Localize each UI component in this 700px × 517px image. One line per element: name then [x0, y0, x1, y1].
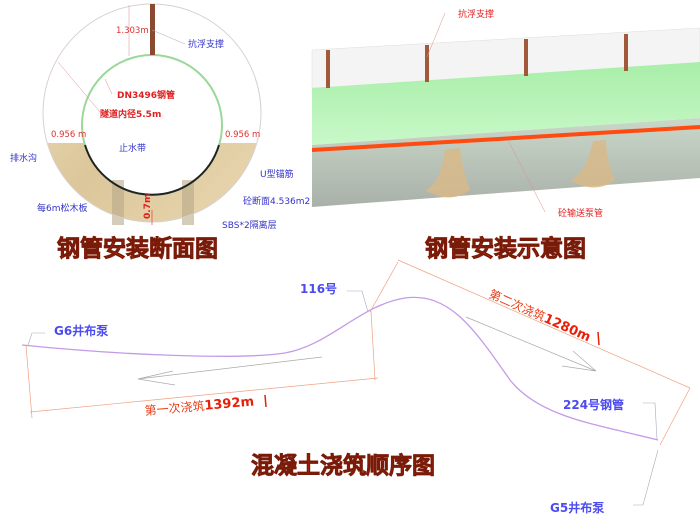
u-anchor-label: U型锚筋	[260, 168, 294, 180]
steel-pipe-label: DN3496钢管	[117, 89, 175, 101]
schematic-title: 钢管安装示意图	[425, 235, 586, 262]
first-pour-label: 第一次浇筑1392m	[144, 393, 255, 419]
top-clearance-label: 1.303m	[116, 26, 149, 36]
dimension-lines	[25, 259, 691, 446]
sbs-label: SBS*2隔离层	[222, 219, 277, 231]
formwork-segment	[570, 140, 615, 188]
g5-pump-label: G5井布泵	[550, 500, 604, 515]
section-title: 钢管安装断面图	[57, 235, 218, 262]
concrete-fill	[47, 143, 257, 225]
node-224-label: 224号钢管	[563, 397, 624, 412]
bottom-thickness-label: 0.7m	[143, 194, 153, 219]
anti-float-label-2: 抗浮支撑	[458, 8, 494, 20]
drain-label: 排水沟	[10, 152, 37, 164]
pour-route	[21, 296, 659, 441]
tunnel-diameter-label: 隧道内径5.5m	[100, 108, 161, 120]
direction-arrows	[137, 316, 597, 386]
node-116-label: 116号	[300, 281, 337, 296]
anti-float-label: 抗浮支撑	[188, 38, 224, 50]
second-pour-label: 第二次浇筑1280m	[486, 286, 593, 345]
schematic-view: 抗浮支撑 砼输送泵管 钢管安装示意图	[311, 8, 700, 262]
sequence-title: 混凝土浇筑顺序图	[251, 452, 435, 479]
left-gap-label: 0.956 m	[51, 130, 86, 140]
pump-pipe	[312, 125, 700, 152]
sequence-view: G6井布泵 116号 224号钢管 G5井布泵 第一次浇筑1392m 第二次浇筑…	[21, 259, 691, 515]
g6-pump-label: G6井布泵	[54, 323, 108, 338]
waterstop-arc	[84, 144, 220, 196]
formwork-segment	[425, 148, 470, 198]
formwork-label: 每6m松木板	[37, 202, 88, 214]
anti-float-posts	[326, 34, 628, 88]
right-gap-label: 0.956 m	[225, 130, 260, 140]
pump-pipe-label: 砼输送泵管	[558, 207, 603, 219]
concrete-area-label: 砼断面4.536m2	[243, 195, 310, 207]
anti-float-post	[150, 4, 155, 55]
waterstop-label: 止水带	[119, 142, 146, 154]
section-view: 1.303m 抗浮支撑 DN3496钢管 隧道内径5.5m 0.956 m 0.…	[10, 3, 310, 262]
